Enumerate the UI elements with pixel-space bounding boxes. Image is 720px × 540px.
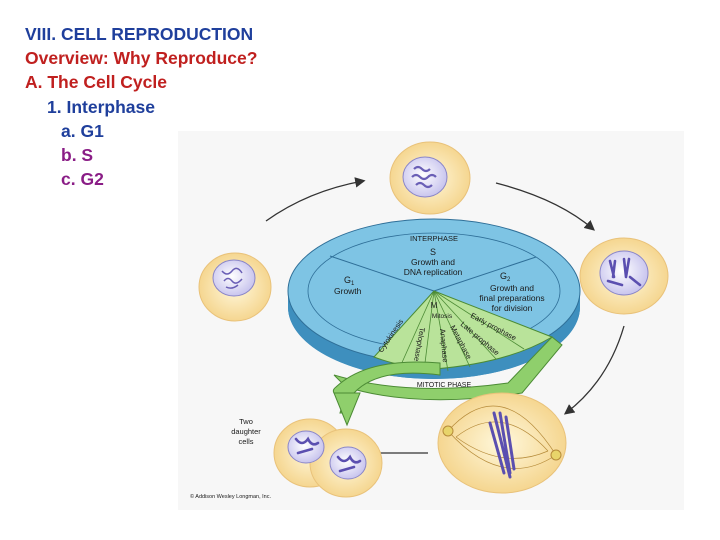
label-two-daughter-2: daughter bbox=[231, 427, 261, 436]
label-g2: G2 bbox=[500, 271, 511, 283]
label-mitosis: Mitosis bbox=[432, 313, 453, 320]
chromosomes-daughter-2 bbox=[336, 454, 362, 473]
label-g1: G1 bbox=[344, 275, 355, 287]
divider-s-g2 bbox=[433, 256, 537, 292]
cell-cycle-figure: INTERPHASE S Growth and DNA replication … bbox=[178, 131, 684, 510]
chromatin-g1 bbox=[221, 267, 243, 289]
chromosomes-g2 bbox=[606, 257, 642, 287]
label-interphase: INTERPHASE bbox=[410, 234, 458, 243]
outline-section-a: A. The Cell Cycle bbox=[25, 72, 167, 93]
divider-g1-s bbox=[329, 255, 435, 292]
mitosis-line-4 bbox=[433, 290, 471, 368]
mitotic-band bbox=[333, 336, 563, 401]
mitosis-line-2 bbox=[423, 290, 435, 372]
arrow-to-g2-cell bbox=[495, 182, 595, 231]
mitosis-line-6 bbox=[433, 290, 525, 350]
mitosis-line-5 bbox=[433, 290, 497, 360]
centrosome-left bbox=[442, 425, 454, 437]
nucleus-g1 bbox=[212, 259, 256, 297]
label-m: M bbox=[431, 301, 438, 310]
outline-sub-c: c. G2 bbox=[61, 169, 104, 190]
outline-heading: VIII. CELL REPRODUCTION bbox=[25, 24, 254, 44]
label-two-daughter-1: Two bbox=[239, 417, 253, 426]
label-g1-desc: Growth bbox=[334, 286, 362, 296]
outline-sub-a: a. G1 bbox=[61, 120, 104, 141]
outline-overview: Overview: Why Reproduce? bbox=[25, 48, 258, 69]
label-s-desc-2: DNA replication bbox=[404, 267, 463, 277]
arrow-to-s-cell bbox=[265, 177, 366, 222]
chromatin-s-phase bbox=[411, 165, 437, 189]
label-two-daughter-3: cells bbox=[238, 437, 253, 446]
label-g2-desc-2: final preparations bbox=[479, 293, 544, 303]
label-g2-desc-1: Growth and bbox=[490, 283, 534, 293]
green-arrow-head bbox=[333, 392, 361, 427]
cell-cycle-diagram: INTERPHASE S Growth and DNA replication … bbox=[178, 131, 684, 510]
label-anaphase: Anaphase bbox=[438, 328, 450, 362]
outline: VIII. CELL REPRODUCTION Overview: Why Re… bbox=[25, 22, 257, 191]
copyright-text: © Addison Wesley Longman, Inc. bbox=[190, 493, 271, 500]
nucleus-g2 bbox=[599, 250, 649, 296]
arrow-to-metaphase-cell bbox=[563, 325, 625, 415]
label-s: S bbox=[430, 247, 436, 257]
outline-item-1: 1. Interphase bbox=[47, 96, 155, 117]
chromosomes-metaphase bbox=[488, 411, 516, 479]
nucleus-s-phase bbox=[402, 156, 448, 198]
label-s-desc-1: Growth and bbox=[411, 257, 455, 267]
outline-sub-b: b. S bbox=[61, 145, 94, 166]
mitosis-line-3 bbox=[433, 290, 449, 372]
label-mitotic-phase: MITOTIC PHASE bbox=[417, 382, 472, 389]
daughter-nucleus-2 bbox=[329, 446, 367, 480]
label-g2-desc-3: for division bbox=[492, 303, 533, 313]
daughter-nucleus-1 bbox=[287, 430, 325, 464]
centrosome-right bbox=[550, 449, 562, 461]
chromosomes-daughter-1 bbox=[294, 436, 320, 455]
mitosis-line-1 bbox=[399, 290, 435, 368]
